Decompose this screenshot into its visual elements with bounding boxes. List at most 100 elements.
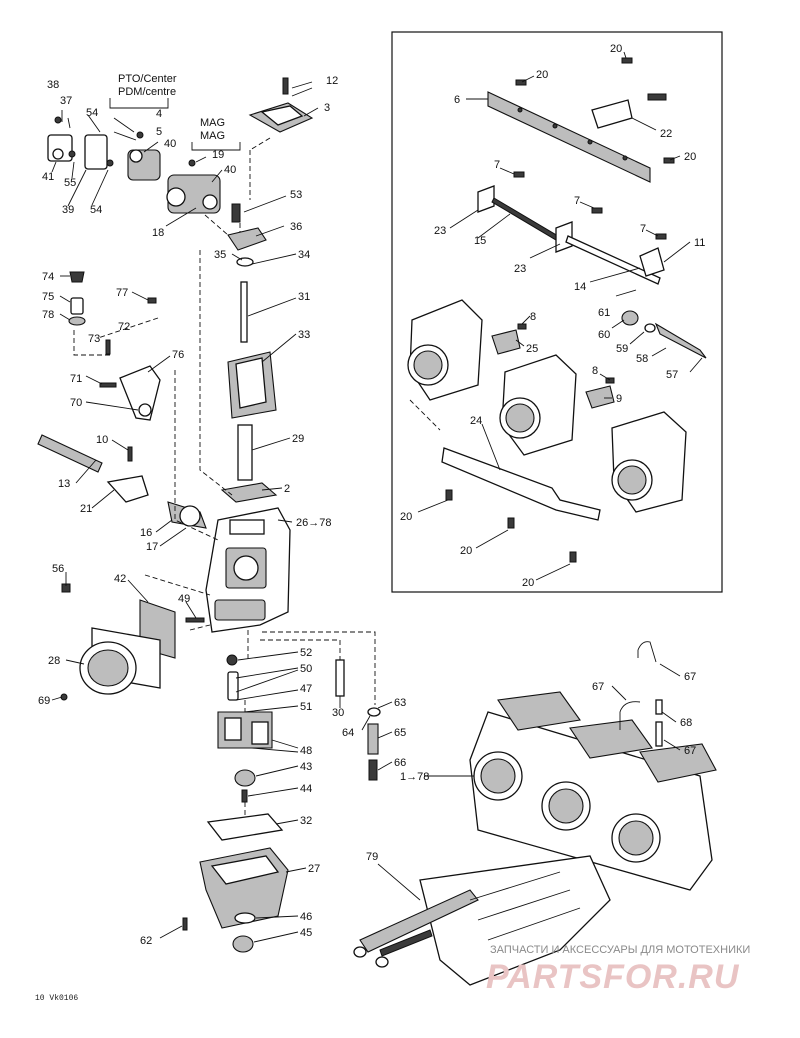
callout-28: 28 — [48, 655, 60, 667]
callout-48: 48 — [300, 745, 312, 757]
assembly-lines-left — [73, 137, 376, 815]
inset-idle-screw — [621, 310, 707, 359]
callout-67b: 67 — [592, 681, 604, 693]
inset-linkage-bar — [487, 57, 675, 183]
callout-17: 17 — [146, 541, 158, 553]
callout-5: 5 — [156, 126, 162, 138]
tool-kit — [353, 855, 611, 986]
throttle-lever-assembly — [47, 116, 221, 214]
inset-frame — [391, 31, 723, 593]
inset-throttle-shaft — [477, 171, 667, 285]
callout-20f: 20 — [522, 577, 534, 589]
callout-73: 73 — [88, 333, 100, 345]
callout-53: 53 — [290, 189, 302, 201]
callout-71: 71 — [70, 373, 82, 385]
callout-15: 15 — [474, 235, 486, 247]
callout-27: 27 — [308, 863, 320, 875]
callout-20e: 20 — [460, 545, 472, 557]
throttle-slide-stack — [220, 203, 278, 503]
callout-7a: 7 — [494, 159, 500, 171]
callout-64: 64 — [342, 727, 354, 739]
callout-23a: 23 — [434, 225, 446, 237]
callout-39: 39 — [62, 204, 74, 216]
callout-8b: 8 — [592, 365, 598, 377]
callout-14: 14 — [574, 281, 586, 293]
callout-49: 49 — [178, 593, 190, 605]
callout-42: 42 — [114, 573, 126, 585]
callout-72: 72 — [118, 321, 130, 333]
callout-60: 60 — [598, 329, 610, 341]
callout-32: 32 — [300, 815, 312, 827]
callout-34: 34 — [298, 249, 310, 261]
callout-67c: 67 — [684, 745, 696, 757]
callout-10: 10 — [96, 434, 108, 446]
callout-40: 40 — [164, 138, 176, 150]
callout-20d: 20 — [400, 511, 412, 523]
callout-29: 29 — [292, 433, 304, 445]
callout-18: 18 — [152, 227, 164, 239]
callout-70: 70 — [70, 397, 82, 409]
callout-20b: 20 — [536, 69, 548, 81]
callout-43: 43 — [300, 761, 312, 773]
callout-54: 54 — [86, 107, 98, 119]
bracket-mag — [191, 142, 241, 151]
callout-54b: 54 — [90, 204, 102, 216]
callout-36: 36 — [290, 221, 302, 233]
callout-44: 44 — [300, 783, 312, 795]
callout-4: 4 — [156, 108, 162, 120]
callout-3: 3 — [324, 102, 330, 114]
callout-47: 47 — [300, 683, 312, 695]
callout-46: 46 — [300, 911, 312, 923]
document-code: 10 Vk0106 — [35, 994, 79, 1003]
callout-9: 9 — [616, 393, 622, 405]
callout-33: 33 — [298, 329, 310, 341]
watermark-logo: PARTSFOR.RU — [486, 958, 740, 996]
callout-77: 77 — [116, 287, 128, 299]
callout-68: 68 — [680, 717, 692, 729]
callout-8a: 8 — [530, 311, 536, 323]
callout-74: 74 — [42, 271, 54, 283]
watermark-tagline: ЗАПЧАСТИ И АКСЕССУАРЫ ДЛЯ МОТОТЕХНИКИ — [490, 944, 751, 956]
callout-7c: 7 — [640, 223, 646, 235]
callout-2: 2 — [284, 483, 290, 495]
bracket-pto — [109, 98, 169, 109]
carburetor-top-cover — [248, 77, 314, 133]
carburetor-body — [205, 507, 291, 633]
callout-7b: 7 — [574, 195, 580, 207]
callout-labels: 38 37 54 4 5 40 41 55 39 54 19 40 18 12 … — [38, 43, 705, 947]
callout-63: 63 — [394, 697, 406, 709]
callout-38: 38 — [47, 79, 59, 91]
callout-11: 11 — [694, 237, 705, 249]
callout-69: 69 — [38, 695, 50, 707]
callout-12: 12 — [326, 75, 338, 87]
callout-40b: 40 — [224, 164, 236, 176]
callout-19: 19 — [212, 149, 224, 161]
callout-78: 78 — [42, 309, 54, 321]
callout-24: 24 — [470, 415, 482, 427]
callout-20a: 20 — [610, 43, 622, 55]
callout-52: 52 — [300, 647, 312, 659]
intake-adapter — [60, 583, 205, 701]
callout-37: 37 — [60, 95, 72, 107]
callout-41: 41 — [42, 171, 54, 183]
callout-79: 79 — [366, 851, 378, 863]
callout-59: 59 — [616, 343, 628, 355]
callout-16: 16 — [140, 527, 152, 539]
header-pdm: PDM/centre — [118, 86, 176, 98]
callout-58: 58 — [636, 353, 648, 365]
callout-45: 45 — [300, 927, 312, 939]
callout-30: 30 — [332, 707, 344, 719]
callout-22: 22 — [660, 128, 672, 140]
callout-1-78: 1→78 — [400, 771, 429, 783]
callout-57: 57 — [666, 369, 678, 381]
callout-31: 31 — [298, 291, 310, 303]
callout-35: 35 — [214, 249, 226, 261]
inset-carburetors — [407, 299, 687, 563]
callout-55: 55 — [64, 177, 76, 189]
callout-65: 65 — [394, 727, 406, 739]
callout-23b: 23 — [514, 263, 526, 275]
callout-25: 25 — [526, 343, 538, 355]
callout-62: 62 — [140, 935, 152, 947]
header-mag-1: MAG — [200, 117, 225, 129]
